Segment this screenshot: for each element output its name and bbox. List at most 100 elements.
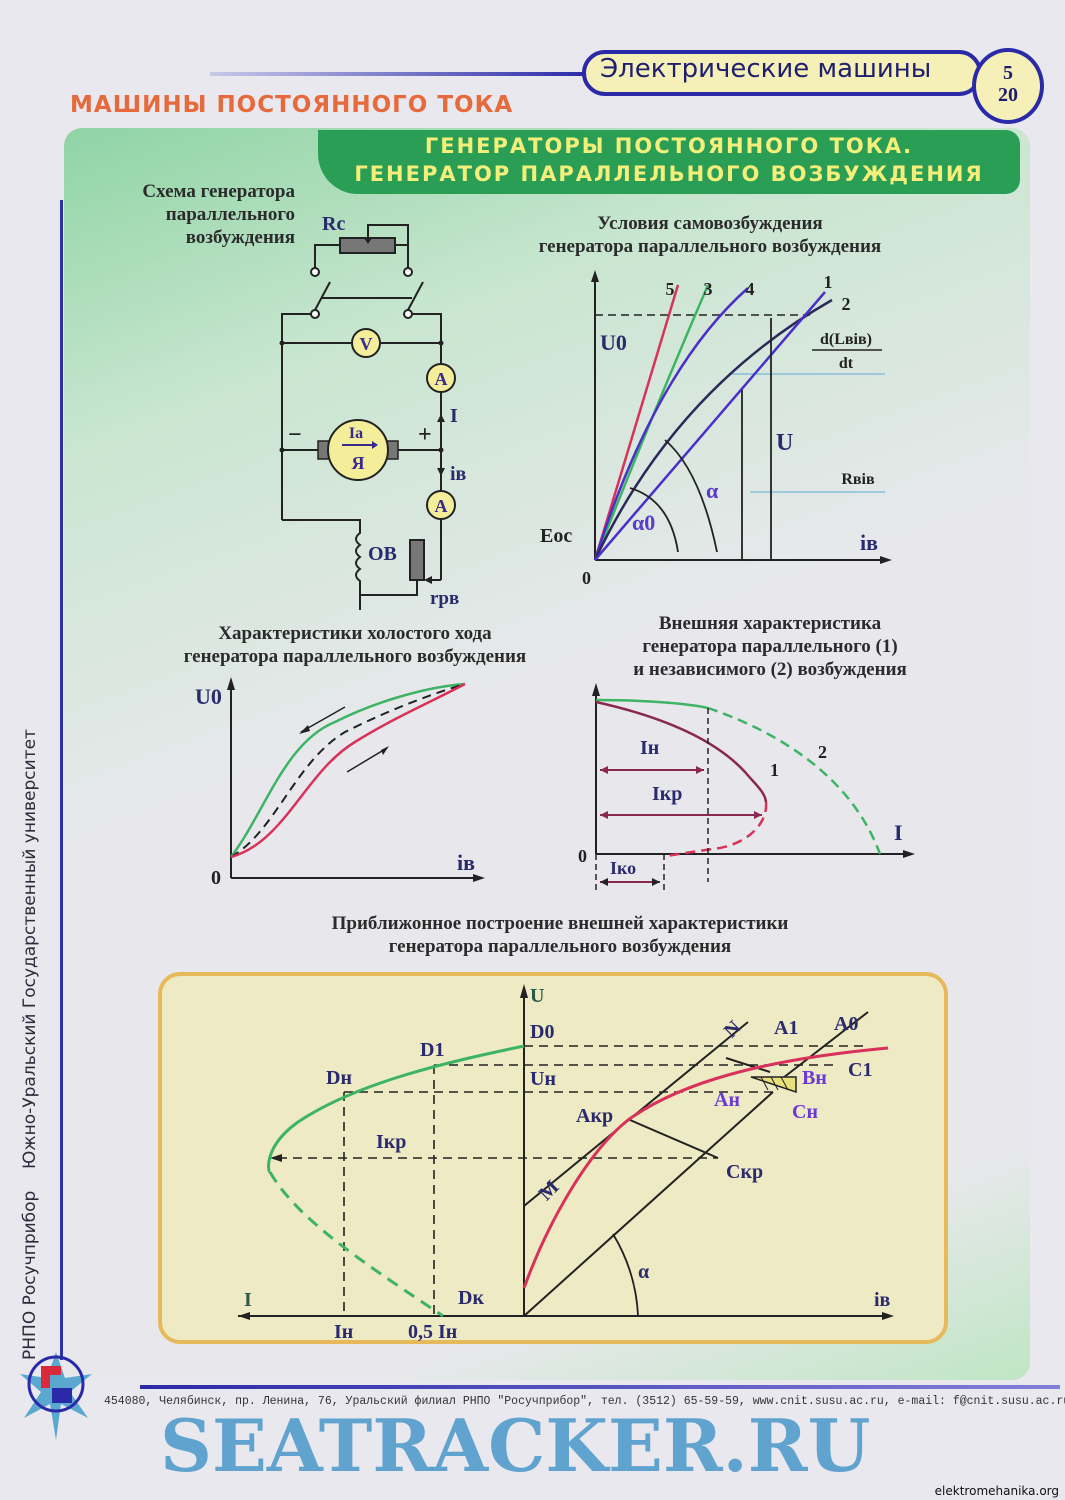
m-label: M <box>535 1176 564 1205</box>
alpha-arc <box>664 439 718 553</box>
self-excitation-caption-line1: Условия самовозбуждения <box>597 213 823 234</box>
banner-title-line1: ГЕНЕРАТОРЫ ПОСТОЯННОГО ТОКА. <box>424 134 914 158</box>
ikr-label: Iкр <box>376 1131 406 1153</box>
field-winding-icon <box>282 519 418 596</box>
construction-caption-line1: Приближонное построение внешней характер… <box>331 913 789 934</box>
ascending-arrow <box>346 747 388 773</box>
curve2-solid <box>595 698 709 710</box>
curve-1 <box>594 291 826 561</box>
alpha0-arc <box>629 487 679 553</box>
side-publisher-text: РНПО Росучприбор Южно-Уральский Государс… <box>20 729 40 1360</box>
subject-pill <box>582 50 982 96</box>
a0-label: A0 <box>834 1013 858 1035</box>
field-rheostat <box>409 539 425 581</box>
curve-label-2: 2 <box>842 294 851 314</box>
voltmeter-icon <box>351 328 381 358</box>
no-load-caption: Характеристики холостого хода генератора… <box>120 622 590 668</box>
ia-label: Ia <box>349 425 363 442</box>
rc-label: Rc <box>322 213 345 235</box>
no-load-origin: 0 <box>211 867 221 887</box>
voltmeter-label: V <box>360 334 373 354</box>
banner-title-line2: ГЕНЕРАТОР ПАРАЛЛЕЛЬНОГО ВОЗБУЖДЕНИЯ <box>354 162 984 186</box>
circuit-caption-line3: возбуждения <box>185 227 295 248</box>
inductive-drop-num: d(Lвiв) <box>820 331 872 348</box>
dn-label: Dн <box>326 1067 352 1089</box>
side-rule <box>60 200 63 1360</box>
curve1-solid <box>595 700 768 803</box>
d1-label: D1 <box>420 1039 444 1061</box>
armature-icon <box>327 419 389 481</box>
external-chart: Iн Iкр Iко I 0 1 2 <box>578 683 915 892</box>
winding-label: ОВ <box>368 543 397 565</box>
minus-terminal-label: − <box>288 422 302 448</box>
armature-label: Я <box>352 453 365 473</box>
ikr-label: Iкр <box>652 783 682 805</box>
self-excitation-chart: 5 3 4 1 2 U0 iв 0 Eос U d(Lвiв) dt Rвiв … <box>540 270 892 588</box>
ckr-label: Cкр <box>726 1161 763 1183</box>
dashed-guides <box>278 1045 868 1316</box>
curve-label-5: 5 <box>666 279 675 299</box>
u-label: U <box>776 430 793 456</box>
curve-label-3: 3 <box>704 279 713 299</box>
curve-label-1: 1 <box>824 272 833 292</box>
in-tick-label: Iн <box>334 1321 353 1343</box>
page-number: 5 <box>1003 62 1013 84</box>
line-alpha <box>523 1091 774 1317</box>
resistive-drop-label: Rвiв <box>841 471 875 488</box>
current-i-label: I <box>450 405 458 427</box>
topic-banner <box>318 130 1020 194</box>
c1-label: C1 <box>848 1059 872 1081</box>
an-label: Aн <box>714 1089 740 1111</box>
circuit-caption: Схема генератора параллельного возбужден… <box>90 180 295 249</box>
rc-slider-arrow <box>364 238 372 244</box>
i-axis-label: I <box>244 1289 252 1311</box>
curve-2 <box>593 298 833 561</box>
external-caption-line3: и независимого (2) возбуждения <box>633 659 907 680</box>
current-arrows <box>600 769 762 883</box>
no-load-caption-line1: Характеристики холостого хода <box>218 623 492 644</box>
no-load-x-label: iв <box>457 850 475 875</box>
rc-wire-left <box>314 244 340 272</box>
current-iv-label: iв <box>450 463 467 485</box>
rc-slider-wire <box>367 224 409 245</box>
watermark: SEATRACKER.RU <box>160 1403 871 1488</box>
in-label: Iн <box>640 737 659 759</box>
curve-5 <box>593 284 680 561</box>
curve1-label: 1 <box>770 760 779 780</box>
ascending-curve <box>230 682 466 859</box>
half-in-tick-label: 0,5 Iн <box>408 1321 457 1343</box>
header-rule <box>210 72 590 76</box>
descending-curve <box>230 682 466 858</box>
d0-label: D0 <box>530 1021 554 1043</box>
circuit-caption-line2: параллельного <box>165 204 295 225</box>
n-label: N <box>720 1016 746 1042</box>
alpha0-label: α0 <box>632 510 655 535</box>
publisher-logo <box>20 1352 92 1440</box>
u-axis-label: U <box>530 985 544 1007</box>
akr-label: Aкр <box>576 1105 613 1127</box>
line-a1-c1 <box>725 1057 771 1073</box>
un-label: Uн <box>530 1068 556 1090</box>
ammeter-load-label: A <box>435 369 448 389</box>
footer-rule <box>140 1385 1060 1389</box>
bn-label: Bн <box>802 1067 827 1089</box>
circuit-diagram: Rc V A I Ia Я − + iв A ОВ rрв <box>279 213 467 610</box>
external-dashed-curve <box>268 1171 444 1318</box>
circuit-caption-line1: Схема генератора <box>142 181 295 202</box>
site-credit: elektromehanika.org <box>934 1484 1059 1498</box>
external-origin: 0 <box>578 846 587 866</box>
external-caption-line2: генератора параллельного (1) <box>642 636 898 657</box>
curve1-dashed <box>665 801 768 858</box>
alpha-label: α <box>706 478 719 503</box>
no-load-caption-line2: генератора параллельного возбуждения <box>183 646 527 667</box>
external-solid-curve <box>267 1044 525 1174</box>
no-load-y-label: U0 <box>195 684 222 709</box>
plus-terminal-label: + <box>418 422 432 448</box>
voltage-arrows <box>741 318 772 560</box>
ammeter-field-label: A <box>435 496 448 516</box>
guide-dashes <box>595 708 709 892</box>
line-akr-ckr <box>629 1119 719 1159</box>
rheostat-label: rрв <box>430 588 459 609</box>
curve2-dashed <box>707 706 882 855</box>
iv-axis-label: iв <box>874 1289 891 1311</box>
